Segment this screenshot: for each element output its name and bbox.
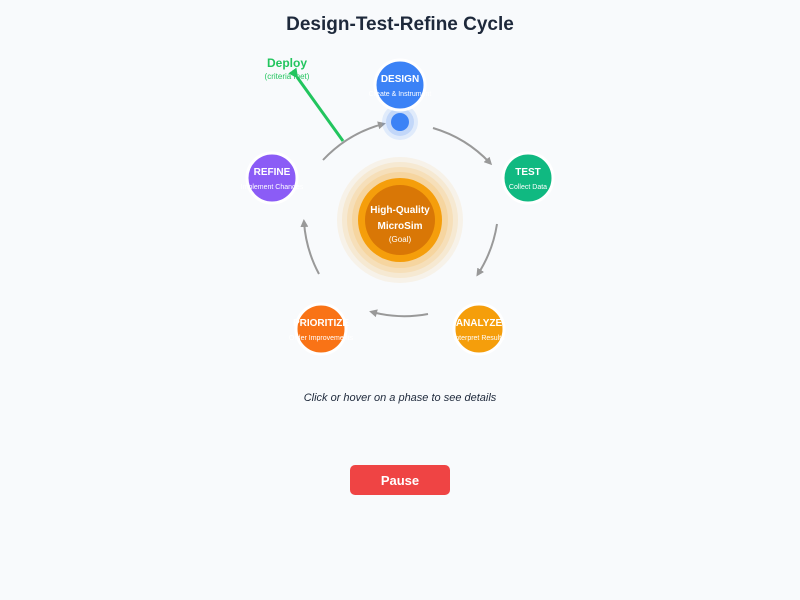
phase-circle bbox=[452, 302, 506, 356]
phase-node-test[interactable]: TEST Collect Data bbox=[501, 151, 555, 205]
page-title: Design-Test-Refine Cycle bbox=[286, 14, 514, 35]
phase-node-prioritize[interactable]: PRIORITIZE Order Improvements bbox=[289, 302, 354, 356]
phase-circle bbox=[245, 151, 299, 205]
phase-circle bbox=[373, 58, 427, 112]
phase-label: DESIGN bbox=[381, 74, 419, 85]
deploy-arrow: Deploy (criteria met) bbox=[265, 56, 345, 142]
arrow-design-to-test bbox=[432, 127, 493, 166]
deploy-sub: (criteria met) bbox=[265, 72, 310, 81]
phase-label: TEST bbox=[515, 167, 541, 178]
arrow-test-to-analyze bbox=[476, 223, 498, 277]
goal-line1: High-Quality bbox=[370, 205, 430, 216]
progress-indicator bbox=[382, 104, 418, 140]
goal-line2: MicroSim bbox=[377, 221, 422, 232]
phase-circle bbox=[294, 302, 348, 356]
arrow-analyze-to-prioritize bbox=[369, 309, 429, 318]
phase-sub: Collect Data bbox=[509, 184, 547, 191]
phase-sub: Implement Changes bbox=[241, 184, 304, 191]
phase-node-design[interactable]: DESIGN Create & Instrument bbox=[369, 58, 432, 112]
phase-label: REFINE bbox=[254, 167, 291, 178]
hint-text: Click or hover on a phase to see details bbox=[303, 392, 497, 404]
phase-circle bbox=[501, 151, 555, 205]
phase-node-refine[interactable]: REFINE Implement Changes bbox=[241, 151, 304, 205]
pause-button[interactable]: Pause bbox=[350, 465, 450, 495]
phase-sub: Create & Instrument bbox=[369, 91, 432, 98]
phase-label: PRIORITIZE bbox=[293, 318, 349, 329]
goal-line3: (Goal) bbox=[389, 235, 412, 244]
arrow-prioritize-to-refine bbox=[300, 219, 320, 275]
phase-sub: Interpret Results bbox=[453, 335, 505, 342]
phase-sub: Order Improvements bbox=[289, 335, 354, 342]
goal-node[interactable]: High-Quality MicroSim (Goal) bbox=[358, 178, 442, 262]
arrow-refine-to-design bbox=[322, 121, 386, 161]
phase-node-analyze[interactable]: ANALYZE Interpret Results bbox=[452, 302, 506, 356]
cycle-arrows bbox=[300, 121, 498, 318]
deploy-label: Deploy bbox=[267, 56, 307, 70]
phase-label: ANALYZE bbox=[456, 318, 503, 329]
